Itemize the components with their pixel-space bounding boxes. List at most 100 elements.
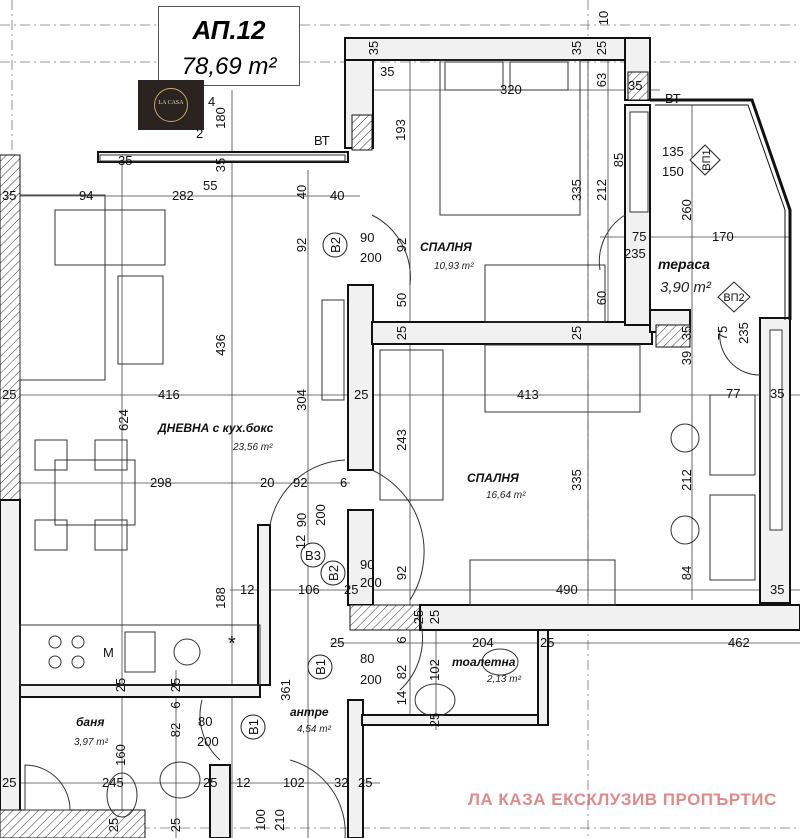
door-tag: В1 [246,719,261,735]
dimension-label: 60 [594,291,609,305]
apartment-number: АП.12 [192,15,266,45]
dimension-label: 304 [294,389,309,411]
dimension-label: 150 [662,164,684,179]
dimension-label: 50 [394,293,409,307]
dimension-label: 243 [394,429,409,451]
dimension-label: 235 [736,322,751,344]
dimension-label: 413 [517,387,539,402]
sink [414,683,456,717]
window-tag: ВП1 [701,149,713,170]
desk [709,394,756,476]
dimension-label: 4 [208,94,215,109]
dimension-label: 235 [624,246,646,261]
dimension-label: 90 [294,513,309,527]
apartment-area: 78,69 m² [181,53,277,80]
dimension-label: 200 [313,504,328,526]
dimension-label: 204 [472,635,494,650]
room-name: тераса [658,256,710,272]
dimension-label: 92 [294,238,309,252]
dimension-label: 180 [213,107,228,129]
dimension-label: 35 [770,582,784,597]
dimension-label: 416 [158,387,180,402]
dimension-label: 25 [344,582,358,597]
dimension-label: 624 [116,409,131,431]
room-name: антре [290,705,329,719]
dimension-label: 77 [726,386,740,401]
dimension-label: 106 [298,582,320,597]
vt-label: ВТ [665,91,681,106]
room-name: СПАЛНЯ [467,471,519,485]
dimension-label: 35 [366,41,381,55]
dimension-label: 200 [360,575,382,590]
dimension-label: 25 [411,610,426,624]
dimension-label: 25 [594,41,609,55]
room-area: 10,93 m² [434,261,474,272]
logo-ring [154,88,188,122]
dimension-label: 35 [2,188,16,203]
dimension-label: 80 [360,651,374,666]
dimension-label: 188 [213,587,228,609]
la-casa-logo: LA CASA [138,80,204,130]
dimension-label: 6 [168,701,183,708]
dimension-label: 200 [197,734,219,749]
dimension-label: 102 [283,775,305,790]
dimension-label: 82 [394,665,409,679]
dimension-label: 25 [203,775,217,790]
shower [24,764,71,811]
dimension-label: 35 [380,64,394,79]
dimension-label: 25 [354,387,368,402]
room-name: баня [76,715,104,729]
desk [709,494,756,581]
dimension-label: 92 [394,566,409,580]
dimension-label: 100 [253,809,268,831]
dimension-label: 210 [272,809,287,831]
dimension-label: 12 [240,582,254,597]
dimension-label: 25 [168,678,183,692]
dimension-label: 35 [213,158,228,172]
dimension-label: 25 [168,818,183,832]
dimension-label: 260 [679,199,694,221]
dimension-label: 6 [340,475,347,490]
dimension-label: 160 [113,744,128,766]
dimension-label: 39 [679,351,694,365]
bed [379,349,444,501]
toilet [481,648,519,676]
dimension-label: 40 [330,188,344,203]
asterisk-symbol: * [228,633,236,655]
dimension-label: 35 [569,41,584,55]
kitchen-counter [19,624,261,686]
dimension-label: 92 [394,238,409,252]
dimension-label: 193 [393,119,408,141]
door-tag: В3 [305,548,321,563]
dimension-label: 212 [594,179,609,201]
room-name: ДНЕВНА с кух.бокс [157,421,274,435]
dimension-label: 25 [113,678,128,692]
room-area: 4,54 m² [297,724,332,735]
room-area: 23,56 m² [232,442,273,453]
dimension-label: 94 [79,188,93,203]
room-labels: СПАЛНЯ 10,93 m² тераса 3,90 m² ДНЕВНА с … [74,240,712,748]
window-tag: ВП2 [723,292,744,304]
door-tag: В1 [313,659,328,675]
dimension-label: 80 [198,714,212,729]
dimension-label: 25 [330,635,344,650]
watermark: ЛА КАЗА ЕКСКЛУЗИВ ПРОПЪРТИС [468,790,777,809]
dimension-label: 85 [611,153,626,167]
dimension-label: 14 [394,691,409,705]
logo-text: LA CASA [158,100,184,106]
dimension-label: 75 [715,326,730,340]
dimension-label: 170 [712,229,734,244]
dimension-label: 25 [2,387,16,402]
dimension-label: 12 [293,535,308,549]
room-name: СПАЛНЯ [420,240,472,254]
dimension-label: 490 [556,582,578,597]
dimension-label: 25 [394,326,409,340]
dimension-label: 90 [360,557,374,572]
dimension-label: 25 [427,610,442,624]
dimension-label: 35 [628,78,642,93]
door-tag: В2 [328,237,343,253]
dimension-label: 84 [679,566,694,580]
room-area: 16,64 m² [486,490,526,501]
door-tags: В2 В2 В3 В1 В1 ВП1 ВП2 ВТ ВТ [240,91,751,740]
dimension-label: 335 [569,179,584,201]
